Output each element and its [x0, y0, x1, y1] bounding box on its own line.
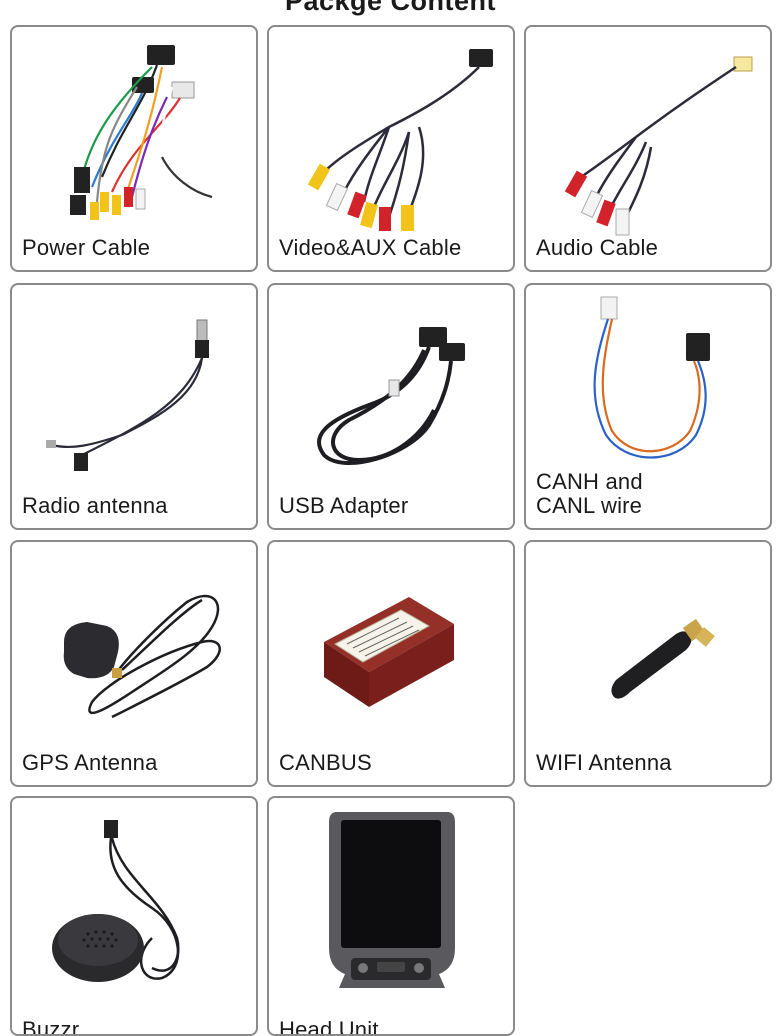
canbus-box-icon	[324, 597, 454, 707]
wifi-antenna-icon	[611, 618, 715, 699]
item-card-usb-adapter: USB Adapter	[267, 283, 515, 530]
item-label: WIFI Antenna	[536, 750, 672, 775]
item-label-line-1: CANH and	[536, 469, 643, 494]
item-card-canh-canl-wire: CANH and CANL wire	[524, 283, 772, 530]
page-title: Packge Content	[284, 0, 497, 16]
gps-antenna-icon	[63, 594, 221, 719]
radio-antenna-icon	[46, 319, 209, 471]
item-label: Head Unit	[279, 1017, 379, 1036]
power-cable-icon	[70, 45, 213, 220]
item-label: GPS Antenna	[22, 750, 158, 775]
item-card-buzzer: Buzzr	[10, 796, 258, 1036]
item-card-audio-cable: Audio Cable	[524, 25, 772, 272]
buzzer-icon	[52, 820, 180, 982]
item-label-line-2: CANL wire	[536, 493, 643, 518]
item-card-wifi-antenna: WIFI Antenna	[524, 540, 772, 787]
canh-canl-wire-icon	[593, 296, 710, 459]
item-label: CANBUS	[279, 750, 372, 775]
usb-adapter-icon	[317, 327, 465, 465]
item-label: Radio antenna	[22, 493, 168, 518]
item-label: Audio Cable	[536, 235, 659, 260]
item-label: USB Adapter	[279, 493, 409, 518]
item-label: CANH and CANL wire	[536, 470, 762, 518]
head-unit-icon	[329, 812, 455, 988]
item-card-canbus: CANBUS	[267, 540, 515, 787]
audio-cable-icon	[564, 56, 753, 236]
item-card-power-cable: Power Cable	[10, 25, 258, 272]
item-label: Video&AUX Cable	[279, 235, 462, 260]
video-aux-cable-icon	[307, 49, 493, 231]
item-label: Buzzr	[22, 1017, 80, 1036]
item-card-video-aux-cable: Video&AUX Cable	[267, 25, 515, 272]
item-label: Power Cable	[22, 235, 151, 260]
item-card-head-unit: Head Unit	[267, 796, 515, 1036]
item-card-gps-antenna: GPS Antenna	[10, 540, 258, 787]
item-card-radio-antenna: Radio antenna	[10, 283, 258, 530]
